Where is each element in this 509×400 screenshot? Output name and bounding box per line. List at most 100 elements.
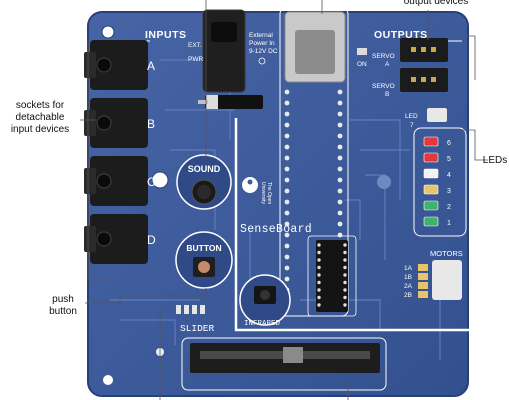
callout-sockets-line: sockets for (15, 100, 65, 111)
external-power-text: Power In (249, 40, 275, 47)
socket-hole (96, 115, 112, 131)
slider-outline (181, 337, 387, 391)
socket-letter-d: D (147, 233, 156, 247)
ou-logo-dot (247, 179, 253, 185)
header-pin (337, 210, 343, 216)
callout-sockets: sockets for detachable input devices (0, 100, 80, 136)
slider-label: SLIDER (180, 323, 215, 334)
inputs-label: INPUTS (145, 29, 187, 41)
led-5 (423, 152, 439, 163)
led-4 (423, 168, 439, 179)
header-pin (337, 155, 343, 161)
ic-chip (316, 240, 348, 312)
motor-pin-led (418, 282, 428, 289)
socket-barrel (84, 226, 96, 252)
slider-leds (176, 305, 205, 314)
header-pin (284, 122, 290, 128)
header-pin (337, 133, 343, 139)
motor-pin-led (418, 291, 428, 298)
socket-letter-a: A (147, 59, 155, 73)
ic-pin (343, 273, 347, 277)
mounting-hole (377, 175, 391, 189)
ic-pin (317, 258, 321, 262)
input-sockets-group: A B C D (84, 40, 156, 264)
header-pin (337, 166, 343, 172)
socket-letter-b: B (147, 117, 155, 131)
ic-pin (343, 280, 347, 285)
header-pin (284, 155, 290, 161)
servo-label: SERVO (372, 53, 395, 60)
ic-pin (317, 295, 321, 300)
header-pin (337, 122, 343, 128)
callout-push-button-line: push (52, 294, 74, 305)
servo-sub: B (385, 91, 389, 98)
header-pin (284, 221, 290, 227)
ext-pwr-label: EXT. (188, 42, 202, 49)
header-pin (337, 177, 343, 183)
header-pin (337, 232, 343, 238)
mounting-hole (101, 25, 115, 39)
callout-output-devices: output devices (403, 0, 469, 7)
motor-pin-label: 1A (404, 265, 413, 272)
ic-pin (343, 258, 347, 262)
header-pin (284, 89, 290, 95)
board-name: SenseBoard (240, 223, 312, 236)
header-pin (284, 188, 290, 194)
header-pin (284, 254, 290, 260)
ou-text: The Open (266, 182, 272, 204)
header-pin (337, 100, 343, 106)
socket-letter-c: C (147, 175, 156, 189)
diode-band (206, 95, 218, 109)
ic-pin (317, 303, 321, 307)
callout-push-button: push button (38, 294, 88, 318)
header-pin (284, 199, 290, 205)
callout-sockets-line: input devices (10, 124, 70, 135)
button-label: BUTTON (186, 243, 221, 253)
servo-sub: A (385, 61, 390, 68)
header-pin (284, 210, 290, 216)
socket-barrel (84, 168, 96, 194)
led-number: 5 (447, 156, 451, 163)
header-pin (337, 144, 343, 150)
led-2 (423, 200, 439, 211)
motor-pin-led (418, 264, 428, 271)
header-pin (337, 89, 343, 95)
on-label: ON (357, 61, 367, 68)
callout-leds: LEDs (482, 155, 508, 166)
socket-hole (96, 173, 112, 189)
ic-pins (317, 243, 347, 307)
motor-pin-label: 1B (404, 274, 412, 281)
callout-sockets-line: detachable (15, 112, 65, 123)
input-socket-b (90, 98, 148, 148)
servo-pins (411, 47, 436, 82)
input-socket-d (90, 214, 148, 264)
header-pin (337, 111, 343, 117)
ou-logo (242, 177, 258, 193)
motor-pin-led (418, 273, 428, 280)
mounting-hole (151, 171, 169, 189)
external-power-text: External (249, 32, 273, 39)
header-pin (337, 221, 343, 227)
socket-barrel (84, 52, 96, 78)
ic-pin (317, 265, 321, 270)
header-pin (284, 243, 290, 249)
ic-socket-outline (307, 235, 357, 317)
ext-pwr-label: PWR (188, 56, 203, 63)
motor-pin-label: 2A (404, 283, 413, 290)
led-6 (423, 136, 439, 147)
ic-pin (343, 265, 347, 270)
led7-connector (427, 108, 447, 122)
header-pin (284, 166, 290, 172)
input-socket-a (90, 40, 148, 90)
on-led (357, 48, 367, 55)
socket-hole (96, 231, 112, 247)
header-pin (284, 232, 290, 238)
diode (205, 95, 263, 109)
header-pin (284, 276, 290, 282)
header-pin (337, 188, 343, 194)
ic-pin (317, 288, 321, 292)
infrared-label: INFRARED (244, 320, 281, 328)
led-number: 6 (447, 140, 451, 147)
